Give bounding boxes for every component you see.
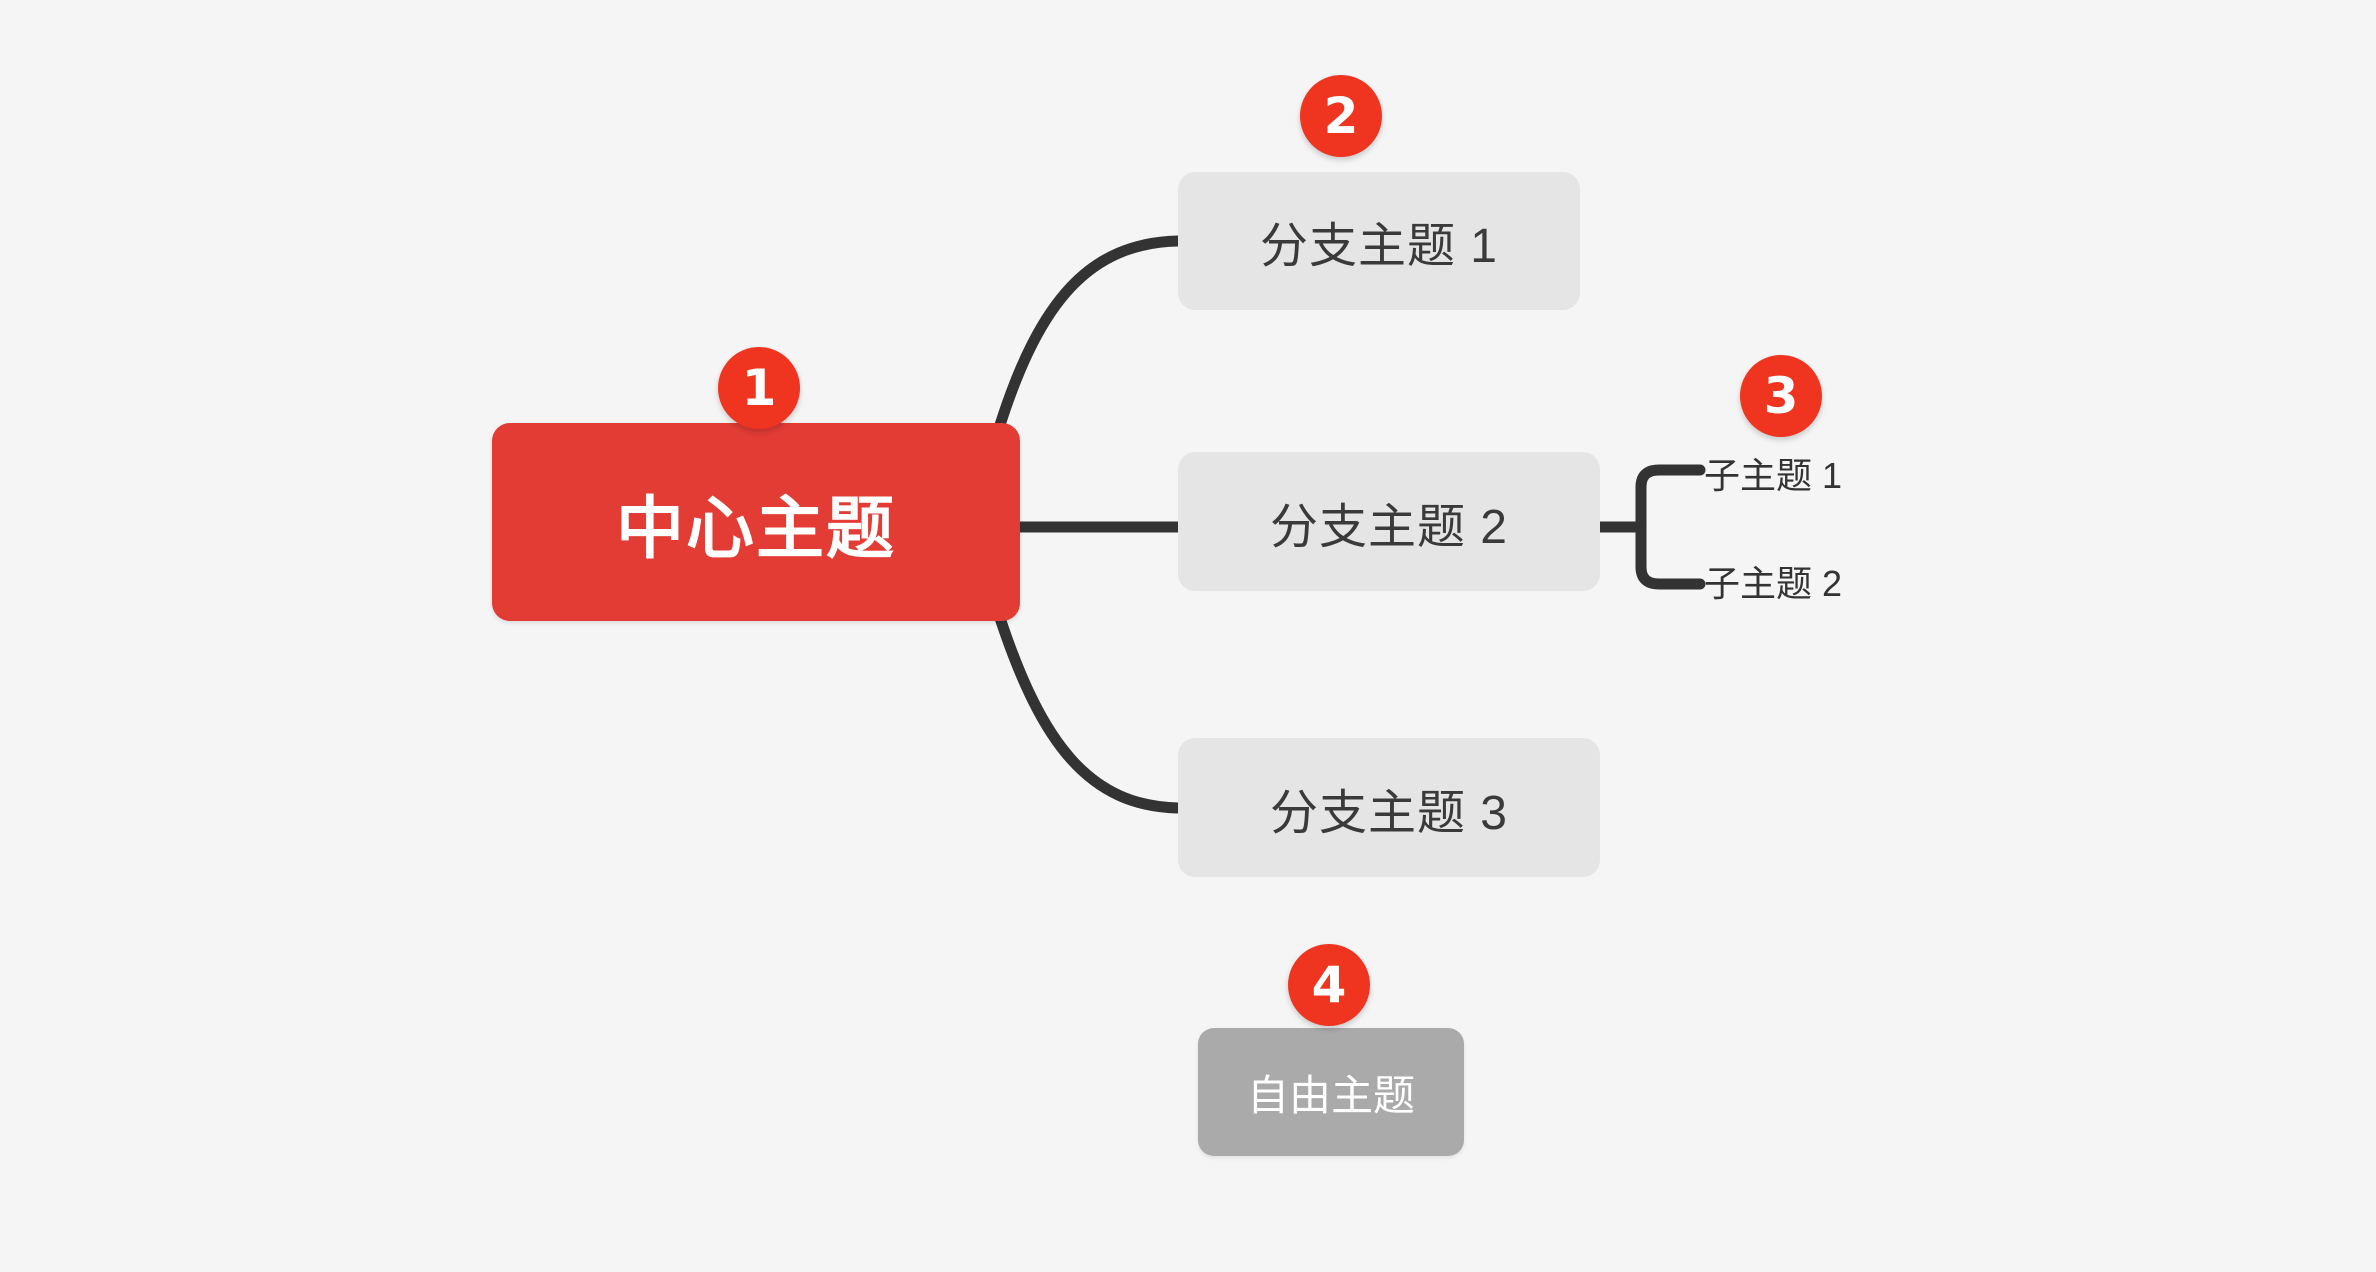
branch-topic-node-2[interactable]: 分支主题 2 (1178, 452, 1600, 591)
callout-badge-3-number: 3 (1763, 367, 1799, 425)
callout-badge-2: 2 (1300, 75, 1382, 157)
callout-badge-3: 3 (1740, 355, 1822, 437)
sub-topic-node-1[interactable]: 子主题 1 (1704, 442, 1934, 504)
callout-badge-1: 1 (718, 347, 800, 429)
callout-badge-1-number: 1 (741, 359, 777, 417)
connector-branch-2-to-subtopic-1 (1635, 464, 1706, 533)
connector-branch-2-to-subtopic-2 (1635, 521, 1706, 590)
callout-badge-4-number: 4 (1311, 956, 1347, 1014)
branch-topic-node-1[interactable]: 分支主题 1 (1178, 172, 1580, 310)
callout-badge-2-number: 2 (1323, 87, 1359, 145)
connector-central-to-branch-1 (994, 235, 1184, 431)
branch-topic-label-1: 分支主题 1 (1259, 220, 1499, 273)
connector-central-to-branch-3 (994, 612, 1184, 814)
branch-topic-label-2: 分支主题 2 (1269, 500, 1509, 554)
sub-topic-label-1: 子主题 1 (1704, 455, 1843, 496)
sub-topic-label-2: 子主题 2 (1704, 563, 1843, 604)
callout-badge-4: 4 (1288, 944, 1370, 1026)
central-topic-node[interactable]: 中心主题 (492, 423, 1020, 621)
branch-topic-label-3: 分支主题 3 (1269, 786, 1509, 840)
sub-topic-node-2[interactable]: 子主题 2 (1704, 550, 1934, 612)
floating-topic-label: 自由主题 (1246, 1071, 1415, 1119)
floating-topic-node[interactable]: 自由主题 (1198, 1028, 1464, 1156)
central-topic-label: 中心主题 (615, 490, 896, 567)
branch-topic-node-3[interactable]: 分支主题 3 (1178, 738, 1600, 877)
